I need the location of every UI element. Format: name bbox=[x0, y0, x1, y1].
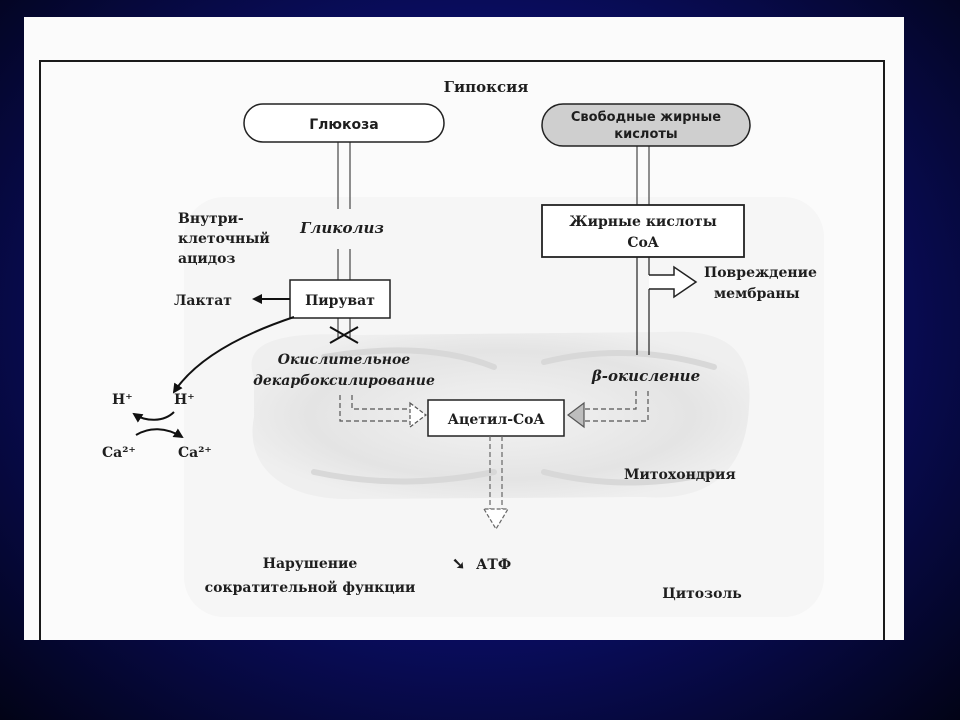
acidosis-line1: Внутри- bbox=[178, 211, 244, 227]
block-x-icon bbox=[329, 326, 359, 344]
dashed-arrowhead-right bbox=[567, 401, 585, 429]
h-ion-left: H⁺ bbox=[112, 392, 133, 408]
pyruvate-box bbox=[289, 279, 391, 319]
membrane-damage-arrow bbox=[649, 265, 698, 299]
mitochondria-label: Митохондрия bbox=[624, 467, 736, 483]
h-exchange-arrow bbox=[132, 411, 175, 423]
beta-oxidation-label: β-окисление bbox=[591, 367, 700, 385]
proton-curve-arrow bbox=[172, 316, 295, 394]
free-fatty-acids-line2: кислоты bbox=[614, 127, 677, 142]
oxidative-decarb-line1: Окислительное bbox=[278, 352, 411, 368]
ca-exchange-arrow bbox=[135, 428, 184, 439]
membrane-damage-line2: мембраны bbox=[714, 286, 800, 302]
ca-ion-left: Ca²⁺ bbox=[102, 445, 136, 461]
contractile-line2: сократительной функции bbox=[205, 579, 416, 596]
ca-ion-right: Ca²⁺ bbox=[178, 445, 212, 461]
dashed-arrowhead-left bbox=[409, 401, 427, 429]
free-fatty-acids-line1: Свободные жирные bbox=[571, 110, 721, 125]
acidosis-line2: клеточный bbox=[178, 230, 270, 247]
lactate-label: Лактат bbox=[174, 293, 232, 309]
cytosol-label: Цитозоль bbox=[662, 586, 742, 602]
fatty-acids-coa-line2: CoA bbox=[627, 235, 659, 251]
membrane-damage-line1: Повреждение bbox=[704, 265, 817, 281]
free-fatty-acids-pill bbox=[541, 103, 751, 147]
acetyl-coa-box bbox=[427, 399, 565, 437]
atp-decrease-arrow-icon: ➘ bbox=[452, 554, 465, 573]
pyruvate-label: Пируват bbox=[305, 293, 375, 309]
glucose-pill bbox=[243, 103, 445, 143]
h-ion-right: H⁺ bbox=[174, 392, 195, 408]
atp-dashed-arrowhead bbox=[482, 508, 510, 531]
diagram-title: Гипоксия bbox=[444, 78, 529, 96]
glucose-label: Глюкоза bbox=[309, 117, 379, 133]
contractile-line1: Нарушение bbox=[263, 556, 358, 572]
fatty-acids-coa-line1: Жирные кислоты bbox=[569, 214, 717, 230]
oxidative-decarb-line2: декарбоксилирование bbox=[253, 373, 435, 389]
slide: Гипоксия Глюкоза Свободные жирные кислот… bbox=[24, 17, 904, 640]
acidosis-line3: ацидоз bbox=[178, 251, 235, 267]
fatty-acids-coa-box bbox=[541, 204, 745, 258]
diagram-frame bbox=[39, 60, 885, 640]
atp-label: АТФ bbox=[476, 557, 511, 573]
hypoxia-metabolism-diagram: Гипоксия Глюкоза Свободные жирные кислот… bbox=[39, 60, 885, 640]
mitochondrion-cristae bbox=[311, 347, 717, 486]
acetyl-coa-label: Ацетил-CoA bbox=[448, 412, 546, 428]
glycolysis-label: Гликолиз bbox=[299, 219, 384, 237]
